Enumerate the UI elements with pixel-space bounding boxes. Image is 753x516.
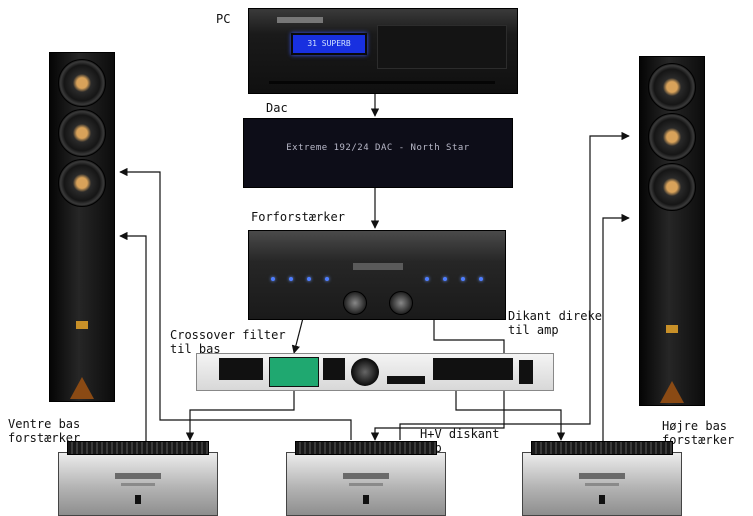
pc-lcd-display: 31 SUPERB — [291, 33, 367, 55]
crossover-output-block — [433, 358, 513, 380]
right-amp-logo — [579, 473, 625, 479]
dac-unit: Extreme 192/24 DAC - North Star — [243, 118, 513, 188]
crossover-knob-icon — [351, 358, 379, 386]
left-bass-amp — [58, 441, 218, 516]
pc-drive-bay — [377, 25, 507, 69]
preamp-logo — [353, 263, 403, 270]
hv-tweeter-amp — [286, 441, 446, 516]
left-speaker-badge — [76, 321, 88, 329]
wire-right-amp-to-right-woofer — [602, 213, 630, 444]
right-woofer-icon — [648, 163, 696, 211]
left-tweeter-icon — [58, 59, 106, 107]
tweeter-amp-sublogo — [349, 483, 383, 486]
wire-crossover-to-left-amp — [185, 389, 295, 441]
right-bass-amp — [522, 441, 682, 516]
crossover-power-switch-icon — [519, 360, 533, 384]
right-tweeter-icon — [648, 63, 696, 111]
preamp-label: Forforstærker — [251, 210, 345, 224]
preamp-led-icon — [461, 277, 465, 281]
preamp-led-icon — [289, 277, 293, 281]
tweeter-amp-power-icon — [363, 495, 369, 504]
right-amp-power-icon — [599, 495, 605, 504]
preamp-knob-icon — [389, 291, 413, 315]
crossover-input-block — [219, 358, 263, 380]
preamp-led-icon — [443, 277, 447, 281]
preamp-led-icon — [325, 277, 329, 281]
tweeter-amp-logo — [343, 473, 389, 479]
pc-brand-logo — [277, 17, 323, 23]
left-speaker — [49, 52, 115, 402]
dac-label: Dac — [266, 101, 288, 115]
preamp-led-icon — [479, 277, 483, 281]
preamp-led-icon — [425, 277, 429, 281]
wire-left-amp-to-left-woofer — [119, 231, 147, 444]
left-amp-power-icon — [135, 495, 141, 504]
right-speaker-foot — [660, 381, 684, 403]
wire-tweeter-amp-to-right-tweeter — [399, 131, 630, 440]
left-speaker-foot — [70, 377, 94, 399]
left-woofer-icon — [58, 159, 106, 207]
right-amp-sublogo — [585, 483, 619, 486]
crossover-unit — [196, 353, 554, 391]
crossover-screen — [269, 357, 319, 387]
right-amp-heatsink — [531, 441, 673, 455]
right-speaker-badge — [666, 325, 678, 333]
crossover-slot — [387, 376, 425, 384]
dac-panel-text: Extreme 192/24 DAC - North Star — [286, 143, 470, 153]
pc-front-slot — [269, 81, 495, 84]
pc-label: PC — [216, 12, 231, 26]
crossover-button-block — [323, 358, 345, 380]
left-amp-heatsink — [67, 441, 209, 455]
preamp-led-icon — [271, 277, 275, 281]
preamp-led-icon — [307, 277, 311, 281]
right-speaker — [639, 56, 705, 406]
preamp-unit — [248, 230, 506, 320]
wire-crossover-to-right-amp — [455, 389, 566, 441]
left-amp-sublogo — [121, 483, 155, 486]
right-mid-driver-icon — [648, 113, 696, 161]
preamp-knob-icon — [343, 291, 367, 315]
tweeter-amp-heatsink — [295, 441, 437, 455]
wire-tweeter-amp-to-left-tweeter — [119, 167, 352, 440]
pc-case: 31 SUPERB — [248, 8, 518, 94]
wire-preamp-to-crossover — [291, 317, 304, 354]
left-mid-driver-icon — [58, 109, 106, 157]
left-amp-logo — [115, 473, 161, 479]
